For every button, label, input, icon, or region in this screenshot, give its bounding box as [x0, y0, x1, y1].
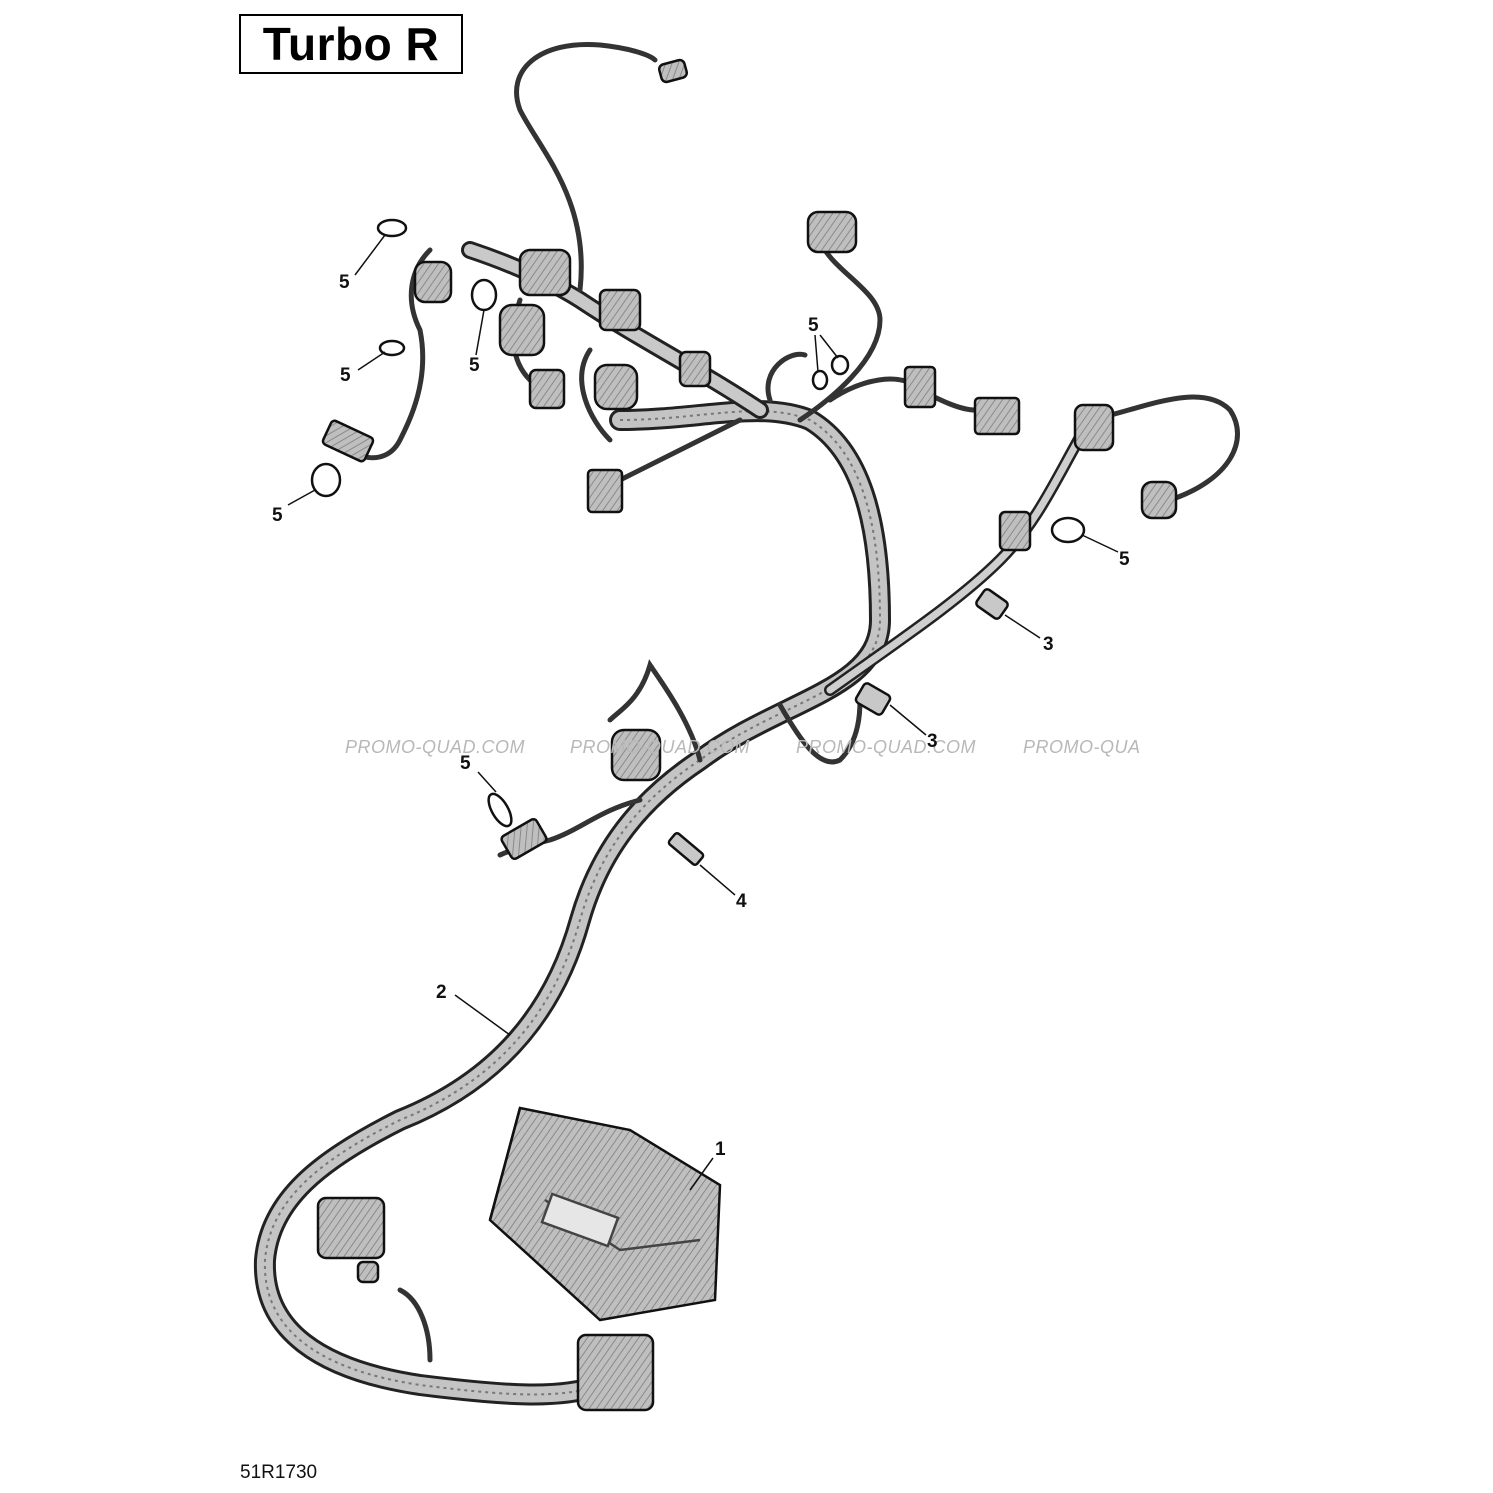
loop-clip-5g: [1050, 516, 1086, 544]
page-title: Turbo R: [262, 18, 440, 70]
fastener-4: [667, 832, 705, 866]
connector-upper-left-1: [413, 260, 453, 304]
main-harness: [253, 400, 892, 1406]
connector-lower-left: [500, 817, 548, 861]
connector-upper-mid-4: [598, 288, 642, 332]
callout-5: 5: [469, 355, 480, 376]
connector-left-side: [321, 419, 375, 463]
connector-right-4: [1140, 480, 1178, 520]
callout-5: 5: [340, 365, 351, 386]
callout-5: 5: [272, 505, 283, 526]
leader-lines: [287, 234, 1119, 1191]
callout-4: 4: [736, 891, 747, 912]
watermark: PROMO-QUAD.COM: [796, 737, 976, 757]
loop-clip-5h: [487, 792, 513, 828]
watermark: PROMO-QUAD.COM: [570, 737, 750, 757]
loop-clip-5d: [310, 462, 342, 498]
callout-5: 5: [1119, 549, 1130, 570]
connector-upper-mid-2: [593, 363, 639, 411]
title-box: Turbo R: [239, 14, 463, 74]
connector-upper-left-2: [498, 303, 546, 357]
connector-top-right: [806, 210, 858, 254]
connector-right-5: [998, 510, 1032, 552]
watermark: PROMO-QUAD.COM: [345, 737, 525, 757]
connector-right-3: [1073, 403, 1115, 452]
callout-1: 1: [715, 1139, 726, 1160]
connector-upper-mid-3: [528, 368, 566, 410]
retainer-clip-3a: [975, 588, 1009, 620]
connector-right-2: [973, 396, 1021, 436]
connector-upper-mid-1: [518, 248, 572, 297]
connector-right-1: [903, 365, 937, 409]
callout-5: 5: [808, 315, 819, 336]
connector-middle: [610, 728, 662, 782]
connector-bottom-right: [576, 1333, 655, 1412]
connector-left-plug: [586, 468, 624, 514]
loop-clip-5c: [470, 278, 498, 312]
loop-clip-5b: [378, 339, 406, 357]
connector-bottom-small: [356, 1260, 380, 1284]
clips: [310, 218, 1086, 866]
connector-upper-mid-5: [678, 350, 712, 388]
retainer-clip-3b: [854, 682, 892, 716]
callout-2: 2: [436, 982, 447, 1003]
connector-top-end: [657, 58, 689, 84]
loop-clip-5f: [830, 354, 850, 376]
ecm-module: [488, 1106, 722, 1322]
watermark: PROMO-QUA: [1023, 737, 1141, 757]
loop-clip-5a: [376, 218, 408, 238]
callout-3: 3: [1043, 634, 1054, 655]
right-harness-branch: [824, 414, 1096, 696]
figure-reference-code: 51R1730: [240, 1462, 318, 1483]
connectors: [316, 58, 1178, 1412]
callout-5: 5: [339, 272, 350, 293]
connector-bottom-left: [316, 1196, 386, 1260]
callout-3: 3: [927, 731, 938, 752]
loop-clip-5e: [811, 369, 829, 391]
callout-5: 5: [460, 753, 471, 774]
